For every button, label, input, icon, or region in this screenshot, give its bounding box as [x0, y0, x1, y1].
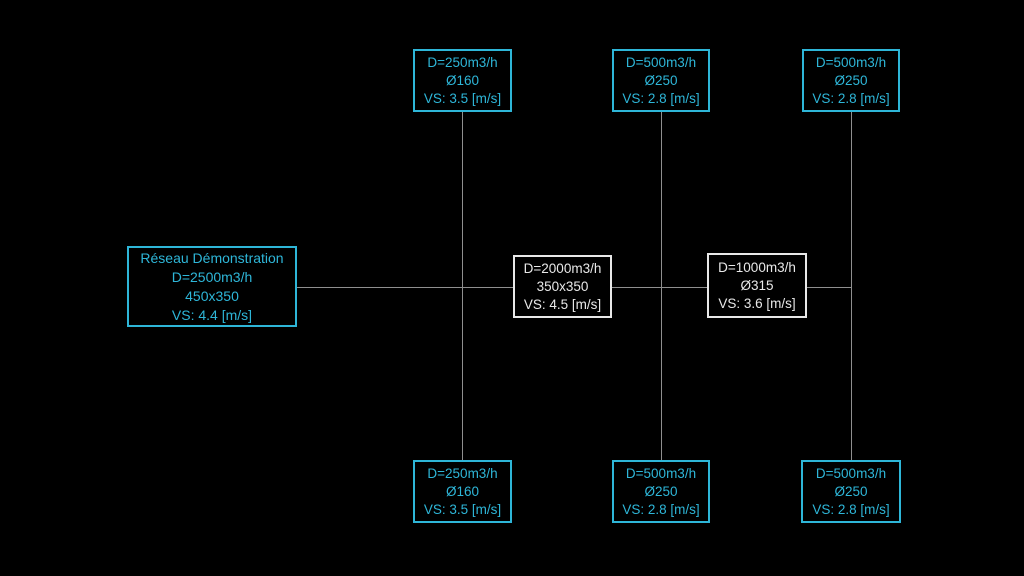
node-velocity: VS: 4.5 [m/s]	[523, 296, 602, 312]
duct-line-branch-1	[462, 112, 463, 460]
duct-node-bottom-1[interactable]: D=250m3/h Ø160 VS: 3.5 [m/s]	[413, 460, 512, 523]
node-diameter: Ø250	[644, 483, 678, 499]
node-velocity: VS: 3.5 [m/s]	[423, 90, 502, 106]
node-velocity: VS: 4.4 [m/s]	[171, 306, 253, 323]
node-diameter: Ø250	[834, 72, 868, 88]
node-flow: D=250m3/h	[427, 465, 498, 481]
node-flow: D=500m3/h	[625, 54, 697, 70]
node-flow: D=500m3/h	[625, 465, 697, 481]
node-title: Réseau Démonstration	[140, 249, 284, 266]
node-velocity: VS: 2.8 [m/s]	[812, 501, 890, 517]
node-size: 350x350	[536, 278, 589, 294]
node-diameter: Ø315	[740, 277, 774, 293]
duct-node-trunk-2[interactable]: D=1000m3/h Ø315 VS: 3.6 [m/s]	[707, 253, 807, 318]
node-velocity: VS: 2.8 [m/s]	[622, 90, 700, 106]
node-flow: D=500m3/h	[815, 54, 887, 70]
node-diameter: Ø160	[445, 483, 480, 499]
duct-line-branch-3	[851, 112, 852, 460]
duct-node-top-1[interactable]: D=250m3/h Ø160 VS: 3.5 [m/s]	[413, 49, 512, 112]
node-size: 450x350	[185, 287, 239, 304]
node-velocity: VS: 2.8 [m/s]	[812, 90, 890, 106]
node-velocity: VS: 3.6 [m/s]	[718, 295, 796, 311]
duct-node-bottom-3[interactable]: D=500m3/h Ø250 VS: 2.8 [m/s]	[801, 460, 901, 523]
node-flow: D=500m3/h	[815, 465, 887, 481]
node-flow: D=250m3/h	[427, 54, 498, 70]
duct-node-trunk-1[interactable]: D=2000m3/h 350x350 VS: 4.5 [m/s]	[513, 255, 612, 318]
node-diameter: Ø250	[834, 483, 868, 499]
node-flow: D=2500m3/h	[171, 268, 253, 285]
duct-node-top-2[interactable]: D=500m3/h Ø250 VS: 2.8 [m/s]	[612, 49, 710, 112]
duct-node-top-3[interactable]: D=500m3/h Ø250 VS: 2.8 [m/s]	[802, 49, 900, 112]
duct-line-branch-2	[661, 112, 662, 460]
node-velocity: VS: 2.8 [m/s]	[622, 501, 700, 517]
node-velocity: VS: 3.5 [m/s]	[423, 501, 502, 517]
node-flow: D=1000m3/h	[718, 259, 796, 275]
node-diameter: Ø160	[445, 72, 480, 88]
node-flow: D=2000m3/h	[523, 260, 602, 276]
duct-node-bottom-2[interactable]: D=500m3/h Ø250 VS: 2.8 [m/s]	[612, 460, 710, 523]
duct-node-root[interactable]: Réseau Démonstration D=2500m3/h 450x350 …	[127, 246, 297, 327]
node-diameter: Ø250	[644, 72, 678, 88]
